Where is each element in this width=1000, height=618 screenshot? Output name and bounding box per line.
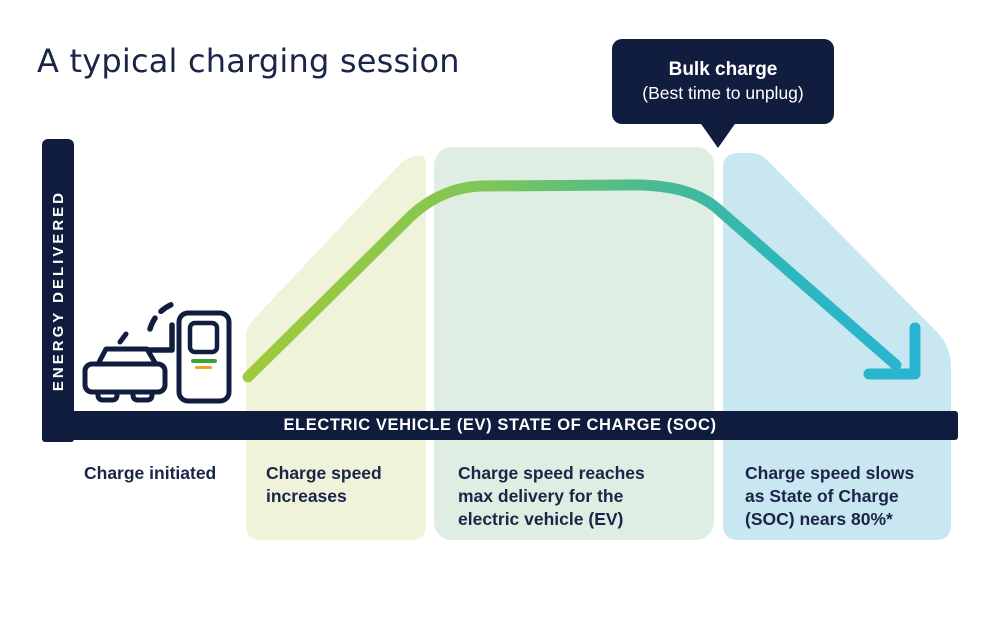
dashed-arrow-icon bbox=[147, 299, 181, 332]
callout-heading: Bulk charge bbox=[668, 59, 778, 80]
y-axis-bar: ENERGY DELIVERED bbox=[42, 139, 74, 442]
charging-curve bbox=[242, 179, 902, 383]
phase4-background-panel bbox=[723, 153, 951, 540]
car-icon bbox=[82, 331, 168, 403]
x-axis-bar: ELECTRIC VEHICLE (EV) STATE OF CHARGE (S… bbox=[42, 411, 958, 440]
charging-station-icon bbox=[176, 310, 232, 404]
phase3-label: Charge speed reaches max delivery for th… bbox=[458, 463, 645, 529]
callout-subheading: (Best time to unplug) bbox=[642, 83, 804, 103]
connector-arrowhead-icon bbox=[146, 322, 175, 353]
x-axis-label: ELECTRIC VEHICLE (EV) STATE OF CHARGE (S… bbox=[283, 416, 717, 434]
station-logo-mark-yellow bbox=[195, 366, 212, 369]
phase1-label: Charge initiated bbox=[84, 463, 217, 483]
station-logo-mark-green bbox=[191, 359, 217, 363]
phase4-label: Charge speed slows as State of Charge (S… bbox=[745, 463, 915, 529]
callout-pointer bbox=[699, 121, 737, 148]
page-title: A typical charging session bbox=[37, 42, 460, 80]
phase3-background-panel bbox=[434, 147, 714, 540]
down-right-arrow-icon bbox=[863, 322, 921, 380]
bulk-charge-callout: Bulk charge (Best time to unplug) bbox=[612, 39, 834, 124]
phase2-label: Charge speed increases bbox=[266, 463, 382, 506]
y-axis-label: ENERGY DELIVERED bbox=[49, 189, 67, 392]
